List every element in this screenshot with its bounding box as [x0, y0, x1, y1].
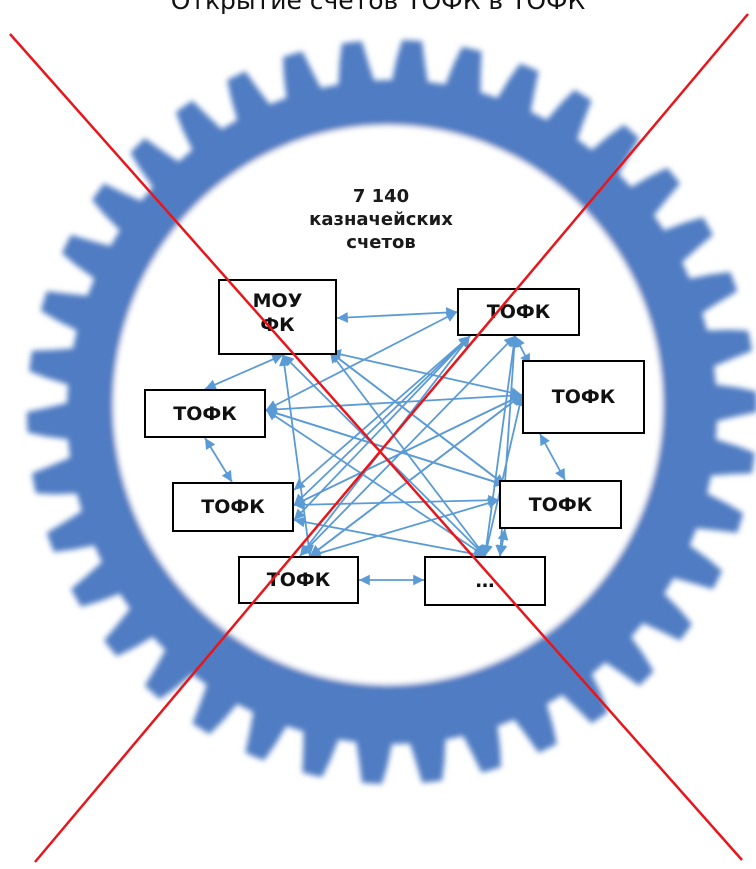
connection-arrow [481, 335, 519, 557]
node-tofk-left-top-label: ТОФК [173, 402, 237, 425]
node-mou-fk-line2: ФК [260, 314, 295, 336]
node-ellipsis: … [424, 556, 546, 606]
cross-line-right-to-left [34, 13, 749, 863]
connection-arrow [329, 351, 486, 557]
node-tofk-right-mid: ТОФК [522, 360, 645, 434]
node-tofk-left-top: ТОФК [144, 389, 266, 438]
connection-arrow [539, 433, 566, 481]
node-tofk-left-bottom-label: ТОФК [266, 569, 331, 591]
cross-line-left-to-right [9, 33, 743, 861]
connection-arrow [204, 437, 233, 483]
node-tofk-left-mid: ТОФК [172, 482, 294, 532]
node-tofk-right-mid-label: ТОФК [551, 386, 616, 408]
node-tofk-right-low: ТОФК [499, 480, 622, 529]
account-count-line1: казначейских [309, 209, 453, 230]
node-mou-fk-line1: МОУ [252, 290, 303, 312]
account-count-label: 7 140 казначейских счетов [291, 185, 471, 254]
node-mou-fk: МОУ ФК [218, 279, 337, 355]
node-tofk-right-low-label: ТОФК [528, 493, 593, 516]
node-tofk-left-mid-label: ТОФК [201, 496, 265, 518]
account-count-line2: счетов [346, 232, 416, 253]
connection-arrows [204, 307, 566, 586]
page-title: Открытие счетов ТОФК в ТОФК [170, 0, 586, 15]
account-count-number: 7 140 [352, 186, 410, 207]
